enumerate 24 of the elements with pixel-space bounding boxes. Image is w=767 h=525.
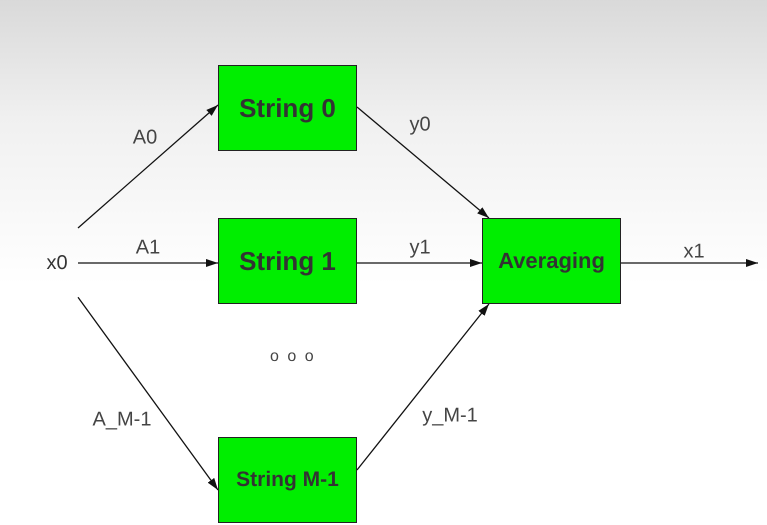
edge-label: A_M-1 [92, 408, 152, 432]
arrow [357, 258, 482, 267]
process-box [218, 65, 357, 151]
arrow [77, 296, 219, 490]
edge-label: A1 [136, 236, 160, 260]
edge-label: y1 [409, 236, 431, 260]
process-box [482, 218, 621, 304]
box-label: String M-1 [236, 468, 339, 492]
process-box [218, 218, 357, 304]
input-label: x0 [46, 252, 68, 274]
ellipsis-note: o o o [270, 348, 316, 366]
arrow [356, 304, 490, 470]
process-box [218, 437, 357, 523]
edge-label: A0 [132, 126, 158, 150]
box-label: String 0 [239, 92, 336, 124]
arrow [621, 259, 758, 267]
box-label: Averaging [498, 248, 605, 274]
arrow [78, 258, 218, 267]
edge-label: x1 [683, 240, 705, 264]
arrow [356, 106, 490, 218]
box-label: String 1 [239, 246, 336, 276]
edge-label: y0 [409, 114, 431, 136]
edge-label: y_M-1 [422, 404, 478, 428]
arrow [78, 104, 218, 228]
